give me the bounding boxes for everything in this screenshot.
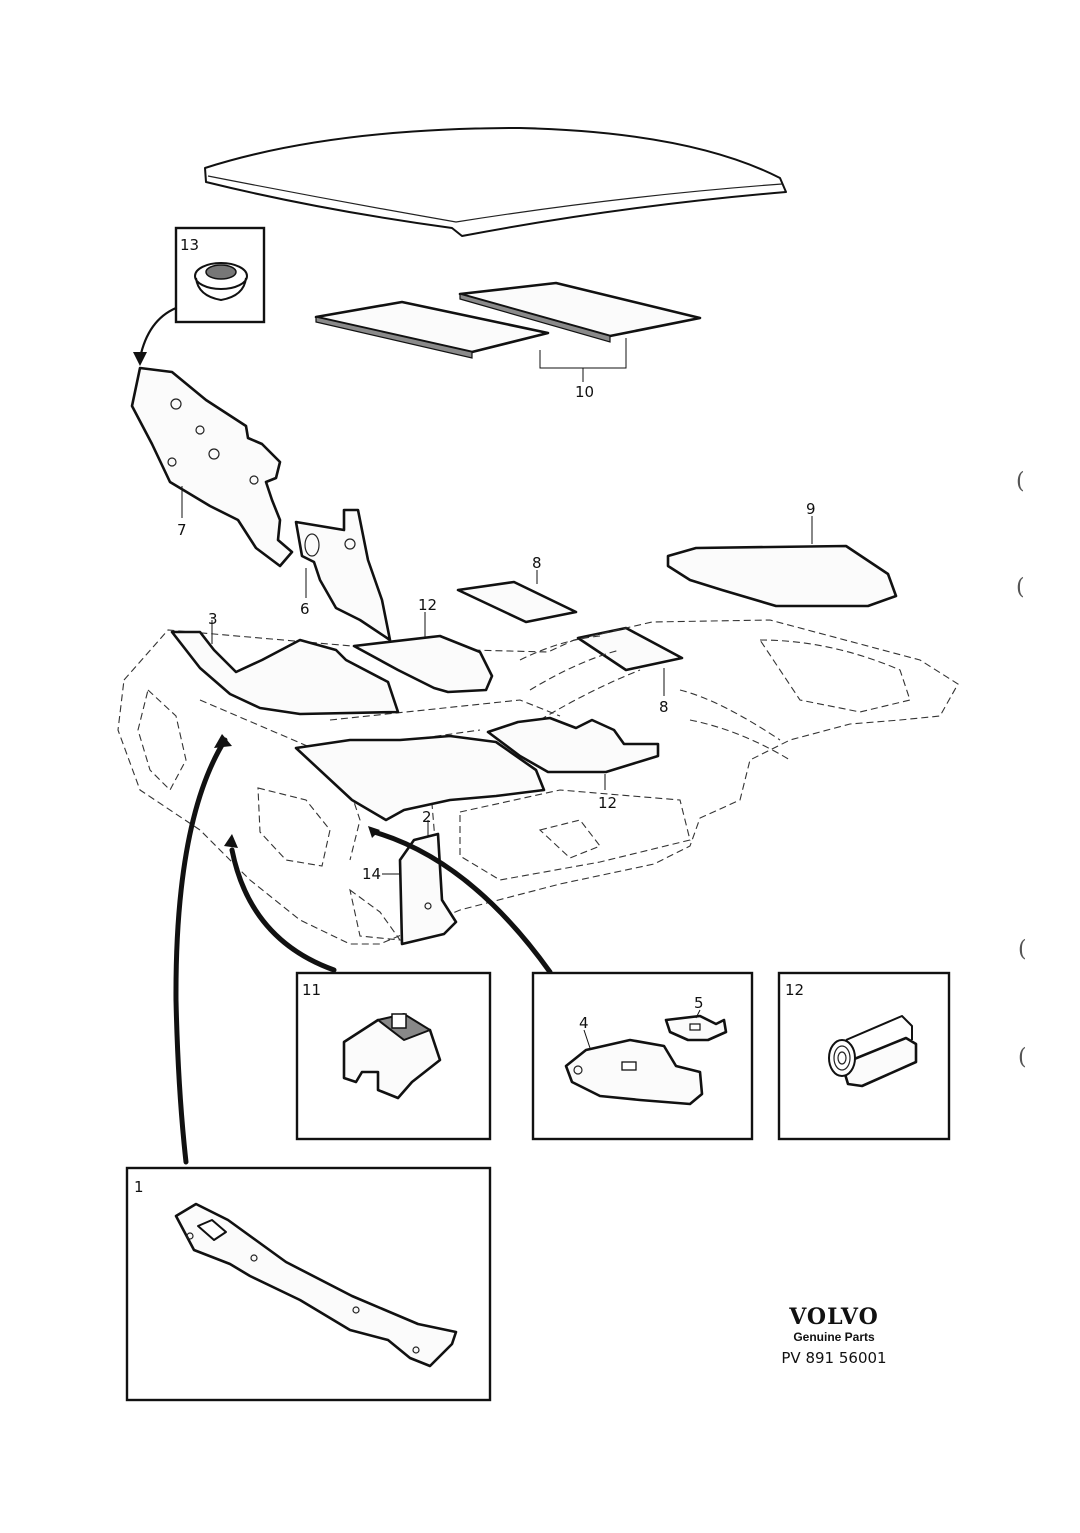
part-number: PV 891 56001 xyxy=(781,1349,886,1367)
edge-mark: ( xyxy=(1018,937,1027,962)
callout-10: 10 xyxy=(575,383,594,401)
roof-insulation-pads xyxy=(314,281,702,382)
floor-pad-part-12-upper xyxy=(352,612,494,694)
callout-9: 9 xyxy=(806,500,816,518)
branding-block: VOLVO Genuine Parts PV 891 56001 xyxy=(781,1304,886,1367)
edge-marks: ( ( ( ( xyxy=(1016,469,1027,1070)
tunnel-pad-detail-box xyxy=(531,971,754,1141)
brand-tagline: Genuine Parts xyxy=(793,1330,875,1344)
edge-mark: ( xyxy=(1016,575,1025,600)
callout-6: 6 xyxy=(300,600,310,618)
grommet-detail-box xyxy=(133,226,266,366)
callout-2: 2 xyxy=(422,808,432,826)
floor-pad-part-3 xyxy=(170,620,400,716)
callout-labels: 13 10 7 9 8 6 3 12 8 12 2 14 11 4 5 12 1 xyxy=(134,236,816,1196)
floor-pad-part-8-upper xyxy=(456,570,578,624)
callout-12-lower: 12 xyxy=(598,794,617,812)
roof-headliner-panel xyxy=(204,127,787,237)
callout-13: 13 xyxy=(180,236,199,254)
callout-5: 5 xyxy=(694,994,704,1012)
leader-arrows xyxy=(173,734,553,1165)
callout-3: 3 xyxy=(208,610,218,628)
callout-8-upper: 8 xyxy=(532,554,542,572)
brand-logo: VOLVO xyxy=(788,1304,879,1330)
floor-pad-part-2 xyxy=(294,734,546,822)
callout-11: 11 xyxy=(302,981,321,999)
callout-14: 14 xyxy=(362,865,381,883)
floor-pad-part-12-lower xyxy=(486,716,660,790)
callout-12-upper: 12 xyxy=(418,596,437,614)
callout-8-lower: 8 xyxy=(659,698,669,716)
edge-mark: ( xyxy=(1018,1045,1027,1070)
rear-insulation-part-9 xyxy=(666,516,898,608)
callout-4: 4 xyxy=(579,1014,589,1032)
bracket-part-14 xyxy=(382,820,458,946)
callout-7: 7 xyxy=(177,521,187,539)
insulation-roll-detail-box xyxy=(777,971,951,1141)
callout-1: 1 xyxy=(134,1178,144,1196)
floor-pad-part-8-lower xyxy=(576,626,684,696)
edge-mark: ( xyxy=(1016,469,1025,494)
firewall-insulation-part-7 xyxy=(130,366,294,568)
callout-12-box: 12 xyxy=(785,981,804,999)
tunnel-insulation-detail-box xyxy=(295,971,492,1141)
front-seal-detail-box xyxy=(125,1166,492,1402)
tunnel-insulation-part-6 xyxy=(294,508,392,642)
